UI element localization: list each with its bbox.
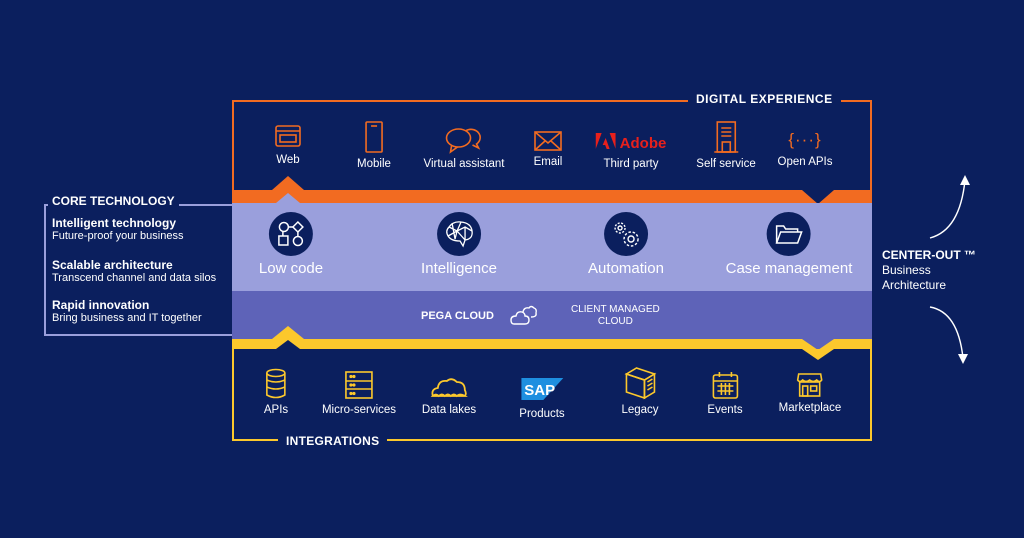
- capability-intelligence: Intelligence: [421, 212, 497, 277]
- capability-icon-circle: [269, 212, 313, 256]
- up-chevron-apis-inner: [276, 340, 300, 349]
- chat-bubbles-icon: [446, 128, 482, 154]
- integration-marketplace: Marketplace: [778, 370, 842, 414]
- down-chevron-marketplace-outer: [802, 349, 834, 360]
- yellow-band: [232, 339, 872, 349]
- up-chevron-web-inner: [276, 193, 300, 203]
- channel-self-service: Self service: [696, 120, 756, 170]
- integration-label: APIs: [263, 404, 289, 416]
- brain-network-icon: [446, 221, 473, 248]
- channel-label: Web: [276, 154, 300, 166]
- integration-label: Events: [707, 404, 743, 416]
- capability-label: Automation: [588, 260, 664, 277]
- cloud-icon: [510, 305, 537, 325]
- storefront-icon: [797, 373, 823, 397]
- integration-events: Events: [707, 370, 743, 416]
- integration-micro-services: Micro-services: [322, 370, 396, 416]
- arrow-down-head: [958, 354, 968, 364]
- core-item-subtitle: Transcend channel and data silos: [52, 272, 217, 284]
- calendar-icon: [712, 372, 738, 399]
- core-item-heading: Scalable architecture: [52, 258, 173, 272]
- legacy-server-box-icon: [624, 367, 656, 400]
- folder-icon: [775, 225, 804, 244]
- capability-case-management: Case management: [725, 212, 853, 277]
- svg-text:SAP: SAP: [524, 382, 555, 399]
- band-arrows-bottom: [272, 326, 834, 360]
- cloud-band: [232, 291, 872, 339]
- capabilities-band: [232, 203, 872, 291]
- capability-label: Low code: [258, 260, 324, 277]
- capability-icon-circle: [603, 212, 648, 256]
- channel-label: Open APIs: [777, 156, 833, 168]
- capability-icon-circle: [767, 212, 811, 256]
- integration-label: Products: [519, 408, 565, 420]
- digital-experience-title: DIGITAL EXPERIENCE: [688, 92, 841, 106]
- pega-cloud-label: PEGA CLOUD: [421, 310, 494, 322]
- channel-mobile: Mobile: [357, 120, 391, 170]
- integration-label: Legacy: [621, 404, 659, 416]
- channel-third-party: Adobe Third party: [595, 133, 666, 170]
- browser-window-icon: [275, 125, 301, 147]
- down-chevron-open-apis: [802, 190, 834, 204]
- arrow-up-icon: [929, 179, 966, 239]
- arrow-down-icon: [929, 306, 964, 359]
- center-out-arrows: [929, 175, 970, 364]
- up-chevron-web: [272, 176, 304, 190]
- arrow-up-head: [960, 175, 970, 185]
- channel-label: Email: [533, 156, 563, 168]
- channel-virtual-assistant: Virtual assistant: [423, 122, 505, 170]
- channel-email: Email: [533, 130, 563, 168]
- sap-logo: SAP: [520, 378, 563, 400]
- integration-label: Data lakes: [421, 404, 477, 416]
- building-kiosk-icon: [714, 121, 738, 153]
- channel-label: Third party: [603, 158, 659, 170]
- digital-experience-frame: [232, 100, 872, 196]
- gears-icon: [614, 222, 639, 247]
- core-item-subtitle: Future-proof your business: [52, 230, 184, 242]
- integrations-frame: [232, 349, 872, 441]
- channel-open-apis: {···} Open APIs: [778, 130, 833, 168]
- integration-label: Marketplace: [778, 402, 842, 414]
- core-item: Intelligent technology Future-proof your…: [52, 216, 183, 242]
- cloud-lake-icon: [430, 378, 468, 398]
- channel-label: Mobile: [357, 158, 391, 170]
- integration-data-lakes: Data lakes: [422, 376, 476, 416]
- mobile-phone-icon: [365, 121, 383, 153]
- down-chevron-marketplace: [802, 339, 834, 350]
- capability-label: Case management: [725, 260, 853, 277]
- integration-label: Micro-services: [321, 404, 397, 416]
- integration-products: SAP Products: [519, 378, 565, 420]
- integration-legacy: Legacy: [621, 366, 659, 416]
- adobe-logo: Adobe: [595, 133, 666, 152]
- curly-braces-icon: {···}: [788, 130, 822, 149]
- flowchart-shapes-icon: [278, 220, 305, 247]
- core-technology-title: CORE TECHNOLOGY: [48, 194, 179, 208]
- channel-label: Self service: [696, 158, 756, 170]
- core-item-heading: Rapid innovation: [52, 298, 150, 312]
- server-rack-icon: [345, 371, 373, 399]
- integration-apis: APIs: [264, 368, 288, 416]
- channel-web: Web: [274, 122, 302, 166]
- up-chevron-apis: [272, 326, 304, 339]
- database-icon: [266, 368, 286, 399]
- capability-low-code: Low code: [259, 212, 323, 277]
- capability-automation: Automation: [588, 212, 664, 277]
- core-item-subtitle: Bring business and IT together: [52, 312, 202, 324]
- integrations-title: INTEGRATIONS: [278, 434, 388, 448]
- client-managed-cloud-label: CLIENT MANAGED CLOUD: [571, 304, 660, 327]
- adobe-logo-icon: [595, 133, 616, 149]
- core-item-heading: Intelligent technology: [52, 216, 177, 230]
- capability-label: Intelligence: [421, 260, 497, 277]
- center-out-label: CENTER-OUT ™ Business Architecture: [882, 248, 976, 292]
- core-item: Rapid innovation Bring business and IT t…: [52, 298, 202, 324]
- core-item: Scalable architecture Transcend channel …: [52, 258, 216, 284]
- channel-label: Virtual assistant: [423, 158, 505, 170]
- capability-icon-circle: [436, 212, 481, 256]
- envelope-icon: [534, 131, 562, 151]
- orange-band: [232, 190, 872, 203]
